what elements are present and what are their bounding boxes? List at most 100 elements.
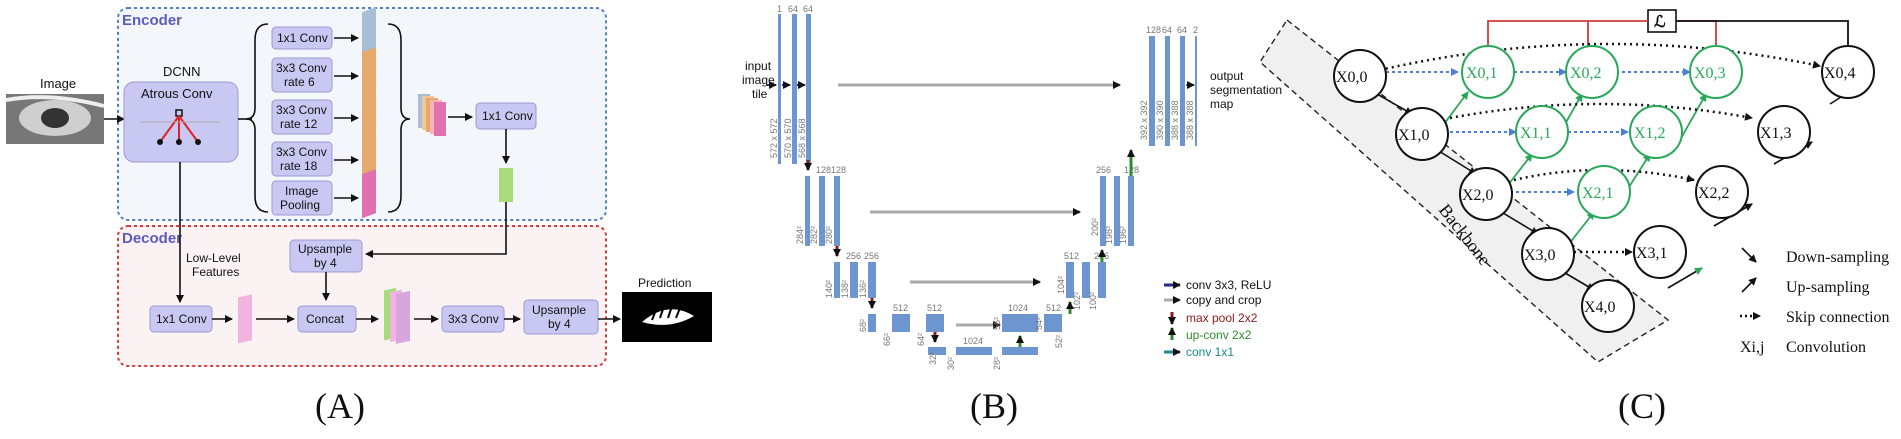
svg-text:X0,2: X0,2 (1570, 65, 1602, 82)
upsample-bot-box (523, 299, 599, 335)
sz-570: 570 x 570 (783, 118, 793, 158)
sz-28: 28² (992, 357, 1002, 370)
fmap-bottom-b (956, 347, 992, 355)
sz-284: 284² (795, 226, 805, 244)
svg-text:up-conv 2x2: up-conv 2x2 (1186, 328, 1252, 342)
sz-32: 32² (928, 352, 938, 365)
sz-100: 100² (1088, 292, 1098, 310)
decoder-title: Decoder (122, 230, 182, 247)
sz-388a: 388 x 388 (1170, 100, 1180, 140)
upsample-bot-label-2: by 4 (548, 317, 571, 331)
svg-text:X2,0: X2,0 (1462, 187, 1494, 204)
sz-52: 52² (1054, 335, 1064, 348)
ch-256b: 256 (864, 251, 879, 261)
svg-text:X2,1: X2,1 (1582, 185, 1614, 202)
svg-text:X1,3: X1,3 (1760, 125, 1792, 142)
fmap-bottom-c (1002, 347, 1038, 355)
ch-64b: 64 (803, 4, 813, 14)
branch-rate6: 3x3 Conv rate 6 (271, 47, 376, 97)
svg-text:Down-sampling: Down-sampling (1786, 249, 1889, 266)
upsample-bot-label: Upsample (532, 303, 586, 317)
panel-c: Backbone ℒ (1259, 9, 1890, 426)
svg-text:rate 12: rate 12 (280, 117, 318, 131)
sz-572: 572 x 572 (769, 118, 779, 158)
panel-a: Encoder Decoder Image DCNN Atrous Conv (5, 7, 712, 426)
low-feature-map (238, 294, 252, 344)
encoder-output (499, 168, 513, 202)
ch-1024b: 1024 (1008, 303, 1028, 313)
svg-text:X0,3: X0,3 (1694, 65, 1726, 82)
sz-280: 280² (824, 226, 834, 244)
left-brace (245, 23, 269, 213)
svg-text:X1,0: X1,0 (1398, 127, 1430, 144)
branch-pooling: Image Pooling (271, 169, 376, 219)
node-x40: X4,0 (1581, 279, 1635, 333)
node-x04: X0,4 (1821, 45, 1875, 99)
svg-text:Up-sampling: Up-sampling (1786, 279, 1870, 296)
svg-text:X3,1: X3,1 (1636, 245, 1668, 262)
fmap-e3-b (1082, 262, 1090, 298)
right-brace (387, 23, 411, 213)
svg-text:Xi,j: Xi,j (1740, 339, 1764, 356)
concat-feature-map (384, 287, 410, 344)
ch-1: 1 (777, 4, 782, 14)
ch-1024: 1024 (963, 336, 983, 346)
fmap-e1-c (1180, 36, 1185, 146)
atrous-conv-icon (140, 109, 220, 145)
loss-label: ℒ (1654, 14, 1666, 31)
sz-140: 140² (824, 280, 834, 298)
fmap-e1-b (1165, 36, 1170, 146)
fmap-l4-c (926, 314, 944, 332)
sz-200: 200² (1090, 218, 1100, 236)
ch-64d: 64 (1177, 25, 1187, 35)
node-x31: X3,1 (1633, 225, 1687, 279)
svg-text:Pooling: Pooling (280, 198, 320, 212)
fmap-e2-c (1128, 176, 1134, 246)
sz-64: 64² (916, 333, 926, 346)
svg-text:X3,0: X3,0 (1524, 247, 1556, 264)
image-label: Image (40, 76, 76, 91)
ch-64c: 64 (1162, 25, 1172, 35)
svg-text:conv 1x1: conv 1x1 (1186, 345, 1234, 359)
fmap-l3-b (850, 262, 858, 298)
fmap-l2-c (834, 176, 840, 246)
fmap-e1-a (1149, 36, 1155, 146)
svg-text:X4,0: X4,0 (1584, 299, 1616, 316)
skip-edges (1379, 42, 1821, 256)
prediction-image (622, 292, 712, 342)
ch-256d: 256 (1096, 165, 1111, 175)
caption-b: (B) (970, 386, 1018, 426)
svg-text:3x3 Conv: 3x3 Conv (276, 103, 327, 117)
svg-text:X0,4: X0,4 (1824, 65, 1856, 82)
fmap-l1-a (778, 14, 781, 164)
dec-conv-label: 1x1 Conv (156, 312, 207, 326)
node-x10: X1,0 (1395, 107, 1449, 161)
svg-text:3x3 Conv: 3x3 Conv (276, 145, 327, 159)
node-x02: X0,2 (1565, 45, 1619, 99)
node-x12: X1,2 (1629, 105, 1683, 159)
svg-text:Convolution: Convolution (1786, 339, 1866, 356)
sz-104: 104² (1056, 276, 1066, 294)
branch-rate12: 3x3 Conv rate 12 (271, 89, 376, 139)
svg-text:1x1 Conv: 1x1 Conv (277, 31, 328, 45)
sz-30: 30² (946, 357, 956, 370)
post-conv-label: 1x1 Conv (482, 109, 533, 123)
sz-390: 390 x 390 (1155, 100, 1165, 140)
ch-128b: 128 (831, 165, 846, 175)
unetpp-legend: Down-sampling Up-sampling Skip connectio… (1740, 247, 1890, 356)
ch-256a: 256 (846, 251, 861, 261)
fmap-e4-b (1044, 314, 1062, 332)
upsample-top-label: Upsample (298, 242, 352, 256)
sz-388b: 388 x 388 (1185, 100, 1195, 140)
ch-512d: 512 (1064, 251, 1079, 261)
fmap-e2-a (1100, 176, 1106, 246)
fmap-l1-c (806, 14, 811, 164)
svg-text:X1,1: X1,1 (1520, 125, 1552, 142)
ch-512c: 512 (1046, 303, 1061, 313)
fmap-l2-a (805, 176, 810, 246)
low-level-2: Features (192, 265, 239, 279)
sz-138: 138² (840, 280, 850, 298)
unet-legend: conv 3x3, ReLU copy and crop max pool 2x… (1164, 278, 1271, 359)
fmap-e3-a (1066, 262, 1074, 298)
atrous-conv-label: Atrous Conv (141, 86, 213, 101)
